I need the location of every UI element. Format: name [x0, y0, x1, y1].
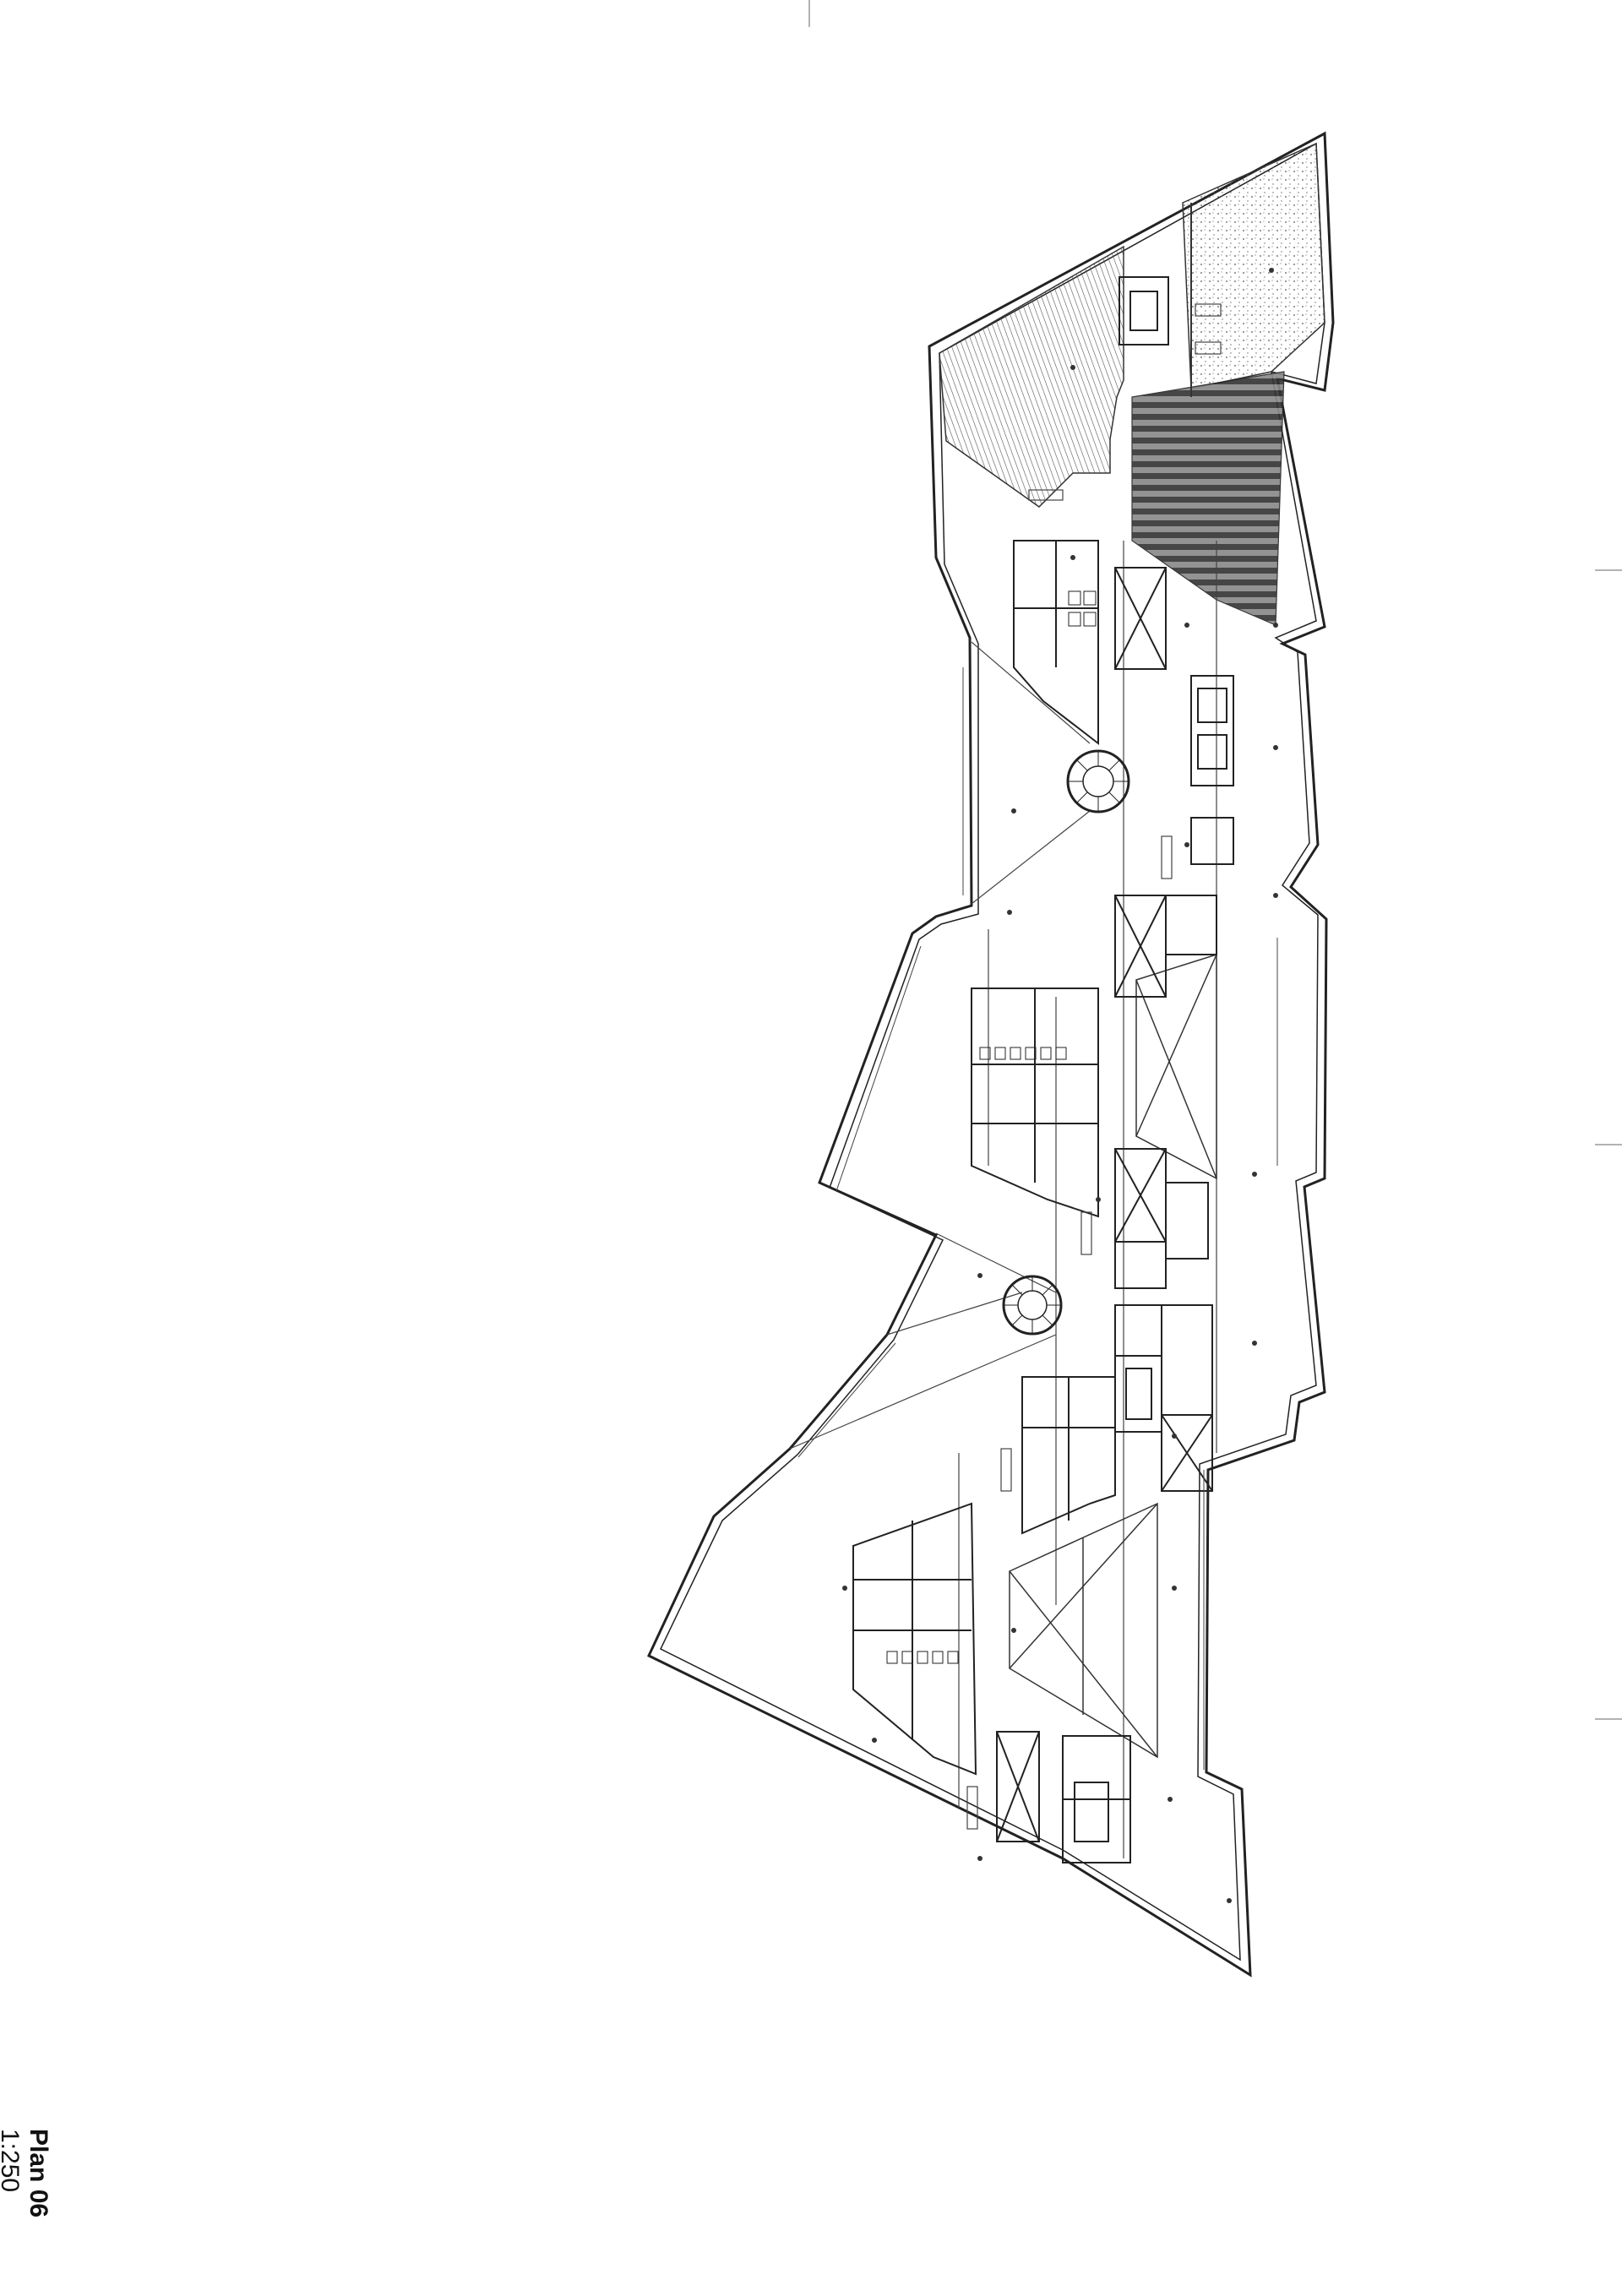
- structural-columns: [842, 268, 1278, 1903]
- atrium-voids: [1009, 953, 1217, 1759]
- plan-name-label: Plan 06: [24, 2129, 52, 2218]
- sheet-margin-marks: [808, 0, 1622, 1720]
- roof-terrace-hatched: [939, 142, 1325, 626]
- facade-glazing-ticks: [797, 667, 1278, 1770]
- building-outline: [647, 131, 1335, 1978]
- benches: [966, 303, 1222, 1830]
- plan-scale-label: 1:250: [0, 2129, 24, 2193]
- spiral-stair-south: [1002, 1275, 1063, 1336]
- spiral-stair-north: [1066, 749, 1130, 813]
